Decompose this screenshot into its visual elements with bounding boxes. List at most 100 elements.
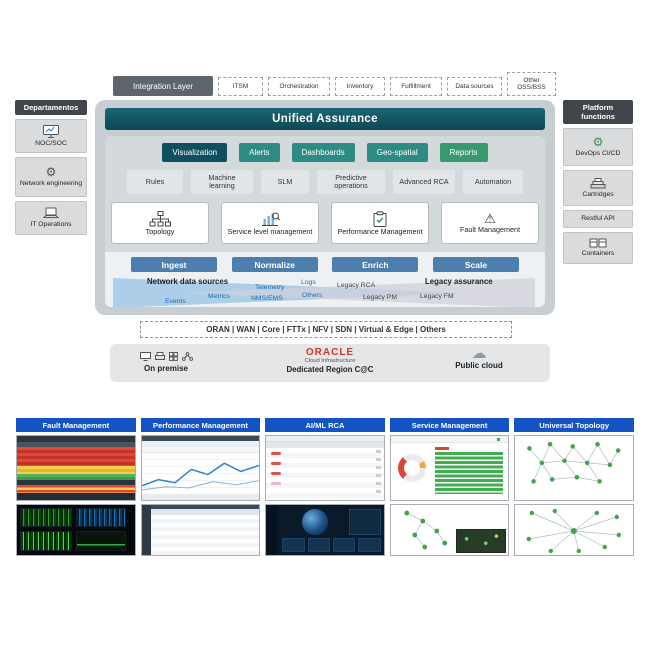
fault-management-alarm-list-screenshot — [16, 435, 136, 501]
dashboards-button: Dashboards — [291, 143, 355, 162]
rca-globe-dashboard-screenshot — [265, 504, 385, 556]
decor-tile — [358, 538, 381, 552]
decor-navbar — [141, 436, 260, 441]
sources-wedges: Network data sources Legacy assurance Ev… — [105, 274, 545, 307]
decor-table-rows — [150, 515, 260, 555]
department-it-operations: IT Operations — [15, 201, 87, 235]
screenshot-title: Service Management — [389, 418, 510, 432]
integration-item-inventory: Inventory — [335, 77, 385, 96]
module-label: Fault Management — [460, 225, 520, 235]
source-term-telemetry: Telemetry — [255, 284, 285, 291]
source-term-events: Events — [165, 298, 186, 305]
scale-pill: Scale — [432, 257, 519, 272]
platform-label: Containers — [581, 250, 615, 258]
visualization-row: Visualization Alerts Dashboards Geo-spat… — [105, 143, 545, 162]
platform-cartridges: Cartridges — [563, 170, 633, 206]
monitor-icon — [139, 352, 151, 361]
decor-toolbar — [17, 480, 135, 485]
reports-button: Reports — [439, 143, 488, 162]
health-gauge — [397, 454, 426, 482]
decor-toolbar — [17, 442, 135, 447]
capabilities-row: Rules Machine learning SLM Predictive op… — [105, 170, 545, 194]
department-noc-soc: NOC/SOC — [15, 119, 87, 153]
dedicated-region-label: Dedicated Region C@C — [286, 365, 374, 374]
performance-dashboard-screenshot — [140, 435, 261, 501]
critical-alarm-rows — [17, 447, 135, 466]
platform-functions-panel: Platform functions ⚙ DevOps CI/CD Cartri… — [563, 100, 633, 264]
on-premise-label: On premise — [143, 364, 188, 373]
decor-table-header — [266, 442, 384, 448]
screenshot-title: Performance Management — [140, 418, 261, 432]
network-hub-icon — [181, 352, 193, 361]
rules-capability: Rules — [127, 170, 183, 194]
decor-tile — [282, 538, 305, 552]
module-label: Topology — [145, 226, 175, 236]
fault-management-dashboard-screenshot — [16, 504, 136, 556]
decor-tiles — [282, 538, 381, 552]
integration-item-itsm: ITSM — [218, 77, 263, 96]
department-label: Network engineering — [19, 180, 83, 188]
metric-line-chart — [141, 453, 260, 494]
department-network-engineering: ⚙ Network engineering — [15, 157, 87, 197]
screenshot-gallery: Fault Management Performance Management — [16, 418, 634, 556]
screenshot-title: AI/ML RCA — [265, 418, 385, 432]
oracle-cloud-infrastructure-label: Cloud Infrastructure — [304, 358, 356, 364]
decor-header — [390, 436, 509, 443]
decor-table-rows — [266, 448, 384, 500]
platform-restful-api: Restful API — [563, 210, 633, 228]
unified-assurance-title: Unified Assurance — [105, 108, 545, 130]
network-domains-bar: ORAN | WAN | Core | FTTx | NFV | SDN | V… — [140, 321, 512, 338]
service-tree-svg — [404, 510, 447, 550]
topology-mesh-svg — [527, 442, 621, 484]
containers-icon — [589, 238, 607, 248]
platform-label: Restful API — [581, 215, 615, 223]
oracle-cloud-block: ORACLE Cloud Infrastructure Dedicated Re… — [260, 347, 400, 374]
spectrum-chart — [20, 531, 72, 551]
integration-item-orchestration: Orchestration — [268, 77, 330, 96]
line-chart-svg — [141, 462, 260, 491]
screenshot-column-fault-management: Fault Management — [16, 418, 136, 556]
service-health-screenshot — [389, 435, 510, 501]
enrich-pill: Enrich — [332, 257, 419, 272]
apps-grid-icon — [168, 352, 178, 361]
platform-label: DevOps CI/CD — [575, 150, 621, 158]
screenshot-column-performance-management: Performance Management — [140, 418, 261, 556]
performance-module-card: Performance Management — [331, 202, 429, 244]
source-term-nms-ems: NMS/EMS — [251, 295, 283, 302]
departments-header: Departamentos — [15, 100, 87, 115]
waveform-chart — [76, 531, 126, 551]
decor-subheader — [141, 441, 260, 447]
globe-visualization — [302, 509, 329, 535]
integration-layer-label: Integration Layer — [113, 76, 213, 96]
decor-navbar — [150, 505, 260, 509]
clipboard-check-icon — [373, 210, 387, 227]
rca-events-table-screenshot — [265, 435, 385, 501]
decor-table — [150, 505, 260, 555]
source-term-legacy-fm: Legacy FM — [420, 293, 454, 300]
severity-tag — [271, 472, 282, 475]
topology-star-svg — [526, 508, 622, 554]
normalize-pill: Normalize — [231, 257, 318, 272]
departments-panel: Departamentos NOC/SOC ⚙ Network engineer… — [15, 100, 87, 235]
printer-icon — [154, 352, 165, 360]
screenshot-title: Fault Management — [16, 418, 136, 432]
slm-chart-icon — [262, 212, 280, 226]
platform-containers: Containers — [563, 232, 633, 264]
integration-item-fulfillment: Fulfillment — [390, 77, 442, 96]
screenshot-title: Universal Topology — [514, 418, 634, 432]
service-level-module-card: Service level management — [221, 202, 319, 244]
decor-footer — [141, 494, 260, 500]
spectrum-chart — [76, 508, 126, 527]
decor-tile — [307, 538, 330, 552]
decor-navbar — [266, 436, 384, 442]
screenshot-column-aiml-rca: AI/ML RCA — [265, 418, 385, 556]
on-premise-icons — [126, 350, 206, 361]
geo-spatial-button: Geo-spatial — [366, 143, 428, 162]
topology-icon — [149, 210, 171, 227]
platform-devops-cicd: ⚙ DevOps CI/CD — [563, 128, 633, 166]
performance-table-screenshot — [140, 504, 261, 556]
ingest-pill: Ingest — [131, 257, 217, 272]
severity-tag — [271, 452, 282, 455]
slm-capability: SLM — [261, 170, 309, 194]
department-label: IT Operations — [30, 221, 72, 229]
